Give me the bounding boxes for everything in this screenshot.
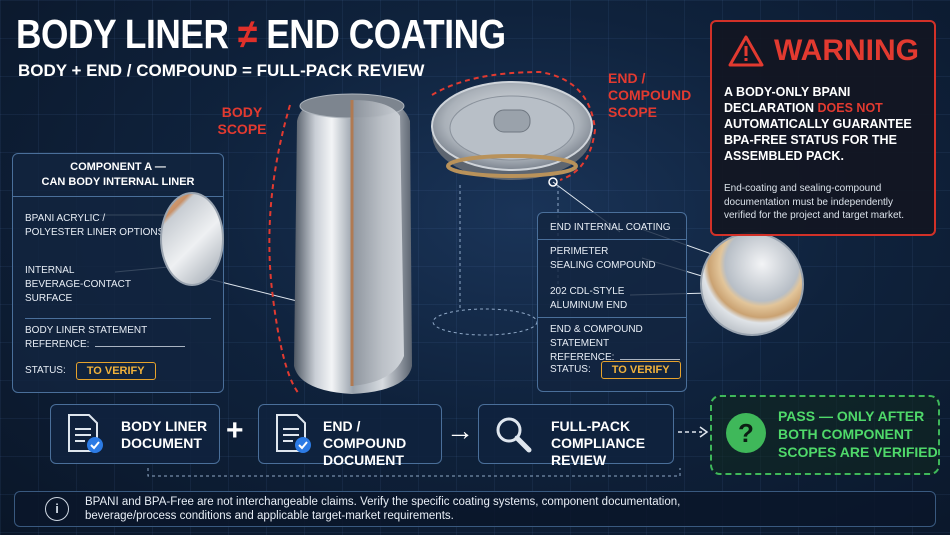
- end-coating-label: END INTERNAL COATING: [550, 222, 671, 233]
- document-check-icon: [276, 414, 311, 453]
- warning-heading: WARNING: [774, 34, 919, 67]
- magnifier-icon: [496, 417, 532, 453]
- document-check-icon: [68, 414, 103, 453]
- component-a-title: COMPONENT A —CAN BODY INTERNAL LINER: [41, 161, 195, 188]
- end-status-badge: TO VERIFY: [600, 361, 681, 379]
- liner-swatch: [160, 192, 224, 286]
- dashed-arrow: [678, 426, 709, 438]
- question-icon: ?: [726, 413, 766, 453]
- compound-swatch: [700, 232, 804, 336]
- info-icon: i: [45, 497, 69, 521]
- arrow-right: →: [446, 415, 474, 446]
- footer-note: i BPANI and BPA-Free are not interchange…: [14, 491, 936, 527]
- status-label: STATUS:: [25, 365, 66, 376]
- page-subtitle: BODY + END / COMPOUND = FULL-PACK REVIEW: [18, 61, 425, 80]
- can-body-illustration: [294, 93, 412, 394]
- status-label: STATUS:: [550, 364, 591, 375]
- warning-message: A BODY-ONLY BPANI DECLARATION DOES NOT A…: [724, 85, 912, 163]
- footer-text: BPANI and BPA-Free are not interchangeab…: [85, 496, 681, 522]
- plus-sign: +: [226, 414, 244, 447]
- warning-triangle-icon: [728, 35, 764, 67]
- body-liner-statement: BODY LINER STATEMENT REFERENCE:: [25, 324, 186, 352]
- page-title: BODY LINER ≠ END COATING: [16, 11, 506, 57]
- warning-panel: WARNING A BODY-ONLY BPANI DECLARATION DO…: [710, 20, 936, 236]
- liner-options-label: BPANI ACRYLIC /POLYESTER LINER OPTIONS: [25, 213, 165, 238]
- can-end-illustration: [431, 81, 593, 180]
- end-compound-statement: END & COMPOUND STATEMENT REFERENCE:: [550, 323, 686, 365]
- body-status-badge: TO VERIFY: [75, 362, 156, 380]
